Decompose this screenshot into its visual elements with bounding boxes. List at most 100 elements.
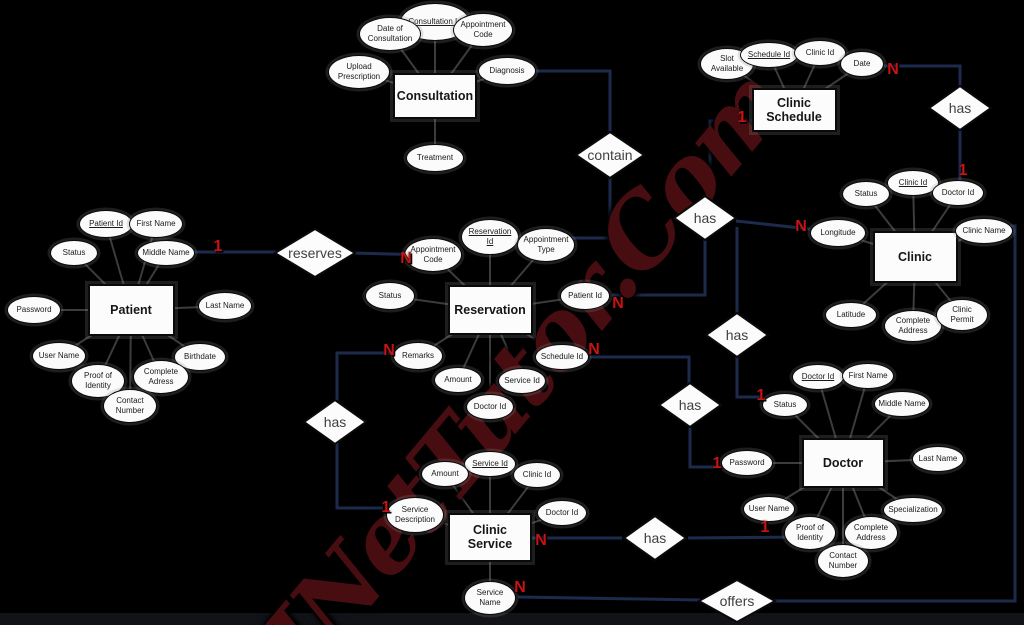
relationship-has-diamond: has	[302, 398, 368, 446]
relationship-label: has	[693, 210, 717, 226]
relationship-has-diamond: has	[657, 381, 723, 429]
attribute-proof-of-identity: Proof of Identity	[784, 516, 836, 550]
diamond-shape	[704, 311, 770, 359]
attribute-status: Status	[50, 240, 98, 266]
relationship-contain-diamond: contain	[574, 130, 646, 180]
attribute-contact-number: Contact Number	[817, 544, 869, 578]
cardinality-many: N	[400, 250, 412, 267]
cardinality-one: 1	[756, 387, 766, 404]
relationship-line	[687, 535, 801, 540]
attribute-contact-number: Contact Number	[103, 389, 157, 423]
attribute-appointment-code: Appointment Code	[404, 238, 462, 272]
attribute-clinic-id: Clinic Id	[794, 40, 846, 66]
attribute-doctor-id: Doctor Id	[466, 394, 514, 420]
attribute-status: Status	[842, 181, 890, 207]
attribute-doctor-id: Doctor Id	[792, 364, 844, 390]
cardinality-many: N	[535, 532, 547, 549]
attribute-clinic-permit: Clinic Permit	[936, 299, 988, 331]
attribute-longitude: Longitude	[810, 219, 866, 247]
attribute-specialization: Specialization	[883, 497, 943, 523]
entity-consultation: Consultation	[393, 73, 477, 119]
attribute-service-name: Service Name	[464, 581, 516, 615]
attribute-password: Password	[7, 296, 61, 324]
relationship-has-diamond: has	[622, 514, 688, 562]
attribute-amount: Amount	[434, 367, 482, 393]
cardinality-one: 1	[737, 109, 747, 126]
diamond-shape	[273, 227, 357, 279]
cardinality-many: N	[612, 295, 624, 312]
attribute-user-name: User Name	[743, 496, 795, 522]
attribute-first-name: First Name	[842, 363, 894, 389]
entity-clinic-schedule: Clinic Schedule	[751, 88, 837, 132]
entity-doctor: Doctor	[801, 438, 885, 488]
cardinality-one: 1	[712, 455, 722, 472]
entity-patient: Patient	[87, 284, 175, 336]
attribute-middle-name: Middle Name	[137, 240, 195, 266]
relationship-label: offers	[719, 593, 755, 609]
attribute-doctor-id: Doctor Id	[932, 180, 984, 206]
attribute-appointment-type: Appointment Type	[517, 228, 575, 262]
entity-reservation: Reservation	[447, 285, 533, 335]
cardinality-one: 1	[213, 238, 223, 255]
relationship-line	[688, 426, 718, 469]
relationship-line	[708, 119, 752, 196]
relationship-label: has	[643, 530, 667, 546]
attribute-service-id: Service Id	[498, 368, 546, 394]
attribute-complete-adress: Complete Adress	[133, 360, 189, 394]
attribute-service-description: Service Description	[386, 497, 444, 533]
attribute-patient-id: Patient Id	[79, 210, 133, 238]
attribute-middle-name: Middle Name	[874, 391, 930, 417]
diamond-shape	[672, 194, 738, 242]
diamond-shape	[574, 130, 646, 180]
relationship-line	[335, 443, 383, 510]
diamond-shape	[622, 514, 688, 562]
bottom-edge-strip	[0, 613, 1024, 625]
attribute-clinic-id: Clinic Id	[887, 170, 939, 196]
attribute-date-of-consultation: Date of Consultation	[359, 17, 421, 51]
attribute-status: Status	[365, 282, 415, 310]
attribute-last-name: Last Name	[912, 446, 964, 472]
relationship-line	[884, 64, 962, 86]
relationship-label: reserves	[288, 245, 342, 261]
attribute-schedule-id: Schedule Id	[535, 344, 589, 370]
attribute-doctor-id: Doctor Id	[537, 500, 587, 526]
cardinality-one: 1	[760, 519, 770, 536]
relationship-label: has	[948, 100, 972, 116]
attribute-clinic-name: Clinic Name	[955, 218, 1013, 244]
attribute-diagnosis: Diagnosis	[478, 57, 536, 85]
relationship-label: has	[678, 397, 702, 413]
attribute-upload-prescription: Upload Prescription	[328, 55, 390, 89]
attribute-status: Status	[762, 393, 808, 417]
attribute-clinic-id: Clinic Id	[513, 462, 561, 488]
diamond-shape	[696, 578, 778, 624]
relationship-label: has	[323, 414, 347, 430]
cardinality-many: N	[383, 342, 395, 359]
diamond-shape	[657, 381, 723, 429]
attribute-remarks: Remarks	[393, 342, 443, 370]
cardinality-many: N	[795, 218, 807, 235]
diamond-shape	[927, 84, 993, 132]
relationship-line	[612, 240, 707, 297]
attribute-latitude: Latitude	[825, 302, 877, 328]
relationship-label: contain	[587, 147, 633, 163]
attribute-service-id: Service Id	[464, 451, 516, 477]
relationship-line	[517, 595, 701, 602]
attribute-reservation-id: Reservation Id	[461, 219, 519, 255]
attribute-complete-address: Complete Address	[884, 310, 942, 342]
relationship-label: has	[725, 327, 749, 343]
cardinality-many: N	[514, 579, 526, 596]
cardinality-one: 1	[958, 162, 968, 179]
relationship-has-diamond: has	[927, 84, 993, 132]
attribute-first-name: First Name	[129, 210, 183, 238]
cardinality-many: N	[887, 61, 899, 78]
diamond-shape	[302, 398, 368, 446]
relationship-line	[735, 357, 760, 399]
attribute-patient-id: Patient Id	[560, 282, 610, 310]
attribute-amount: Amount	[421, 461, 469, 487]
attribute-user-name: User Name	[32, 342, 86, 370]
cardinality-many: N	[588, 341, 600, 358]
entity-clinic: Clinic	[872, 231, 958, 283]
attribute-date: Date	[840, 51, 884, 77]
relationship-has-diamond: has	[704, 311, 770, 359]
